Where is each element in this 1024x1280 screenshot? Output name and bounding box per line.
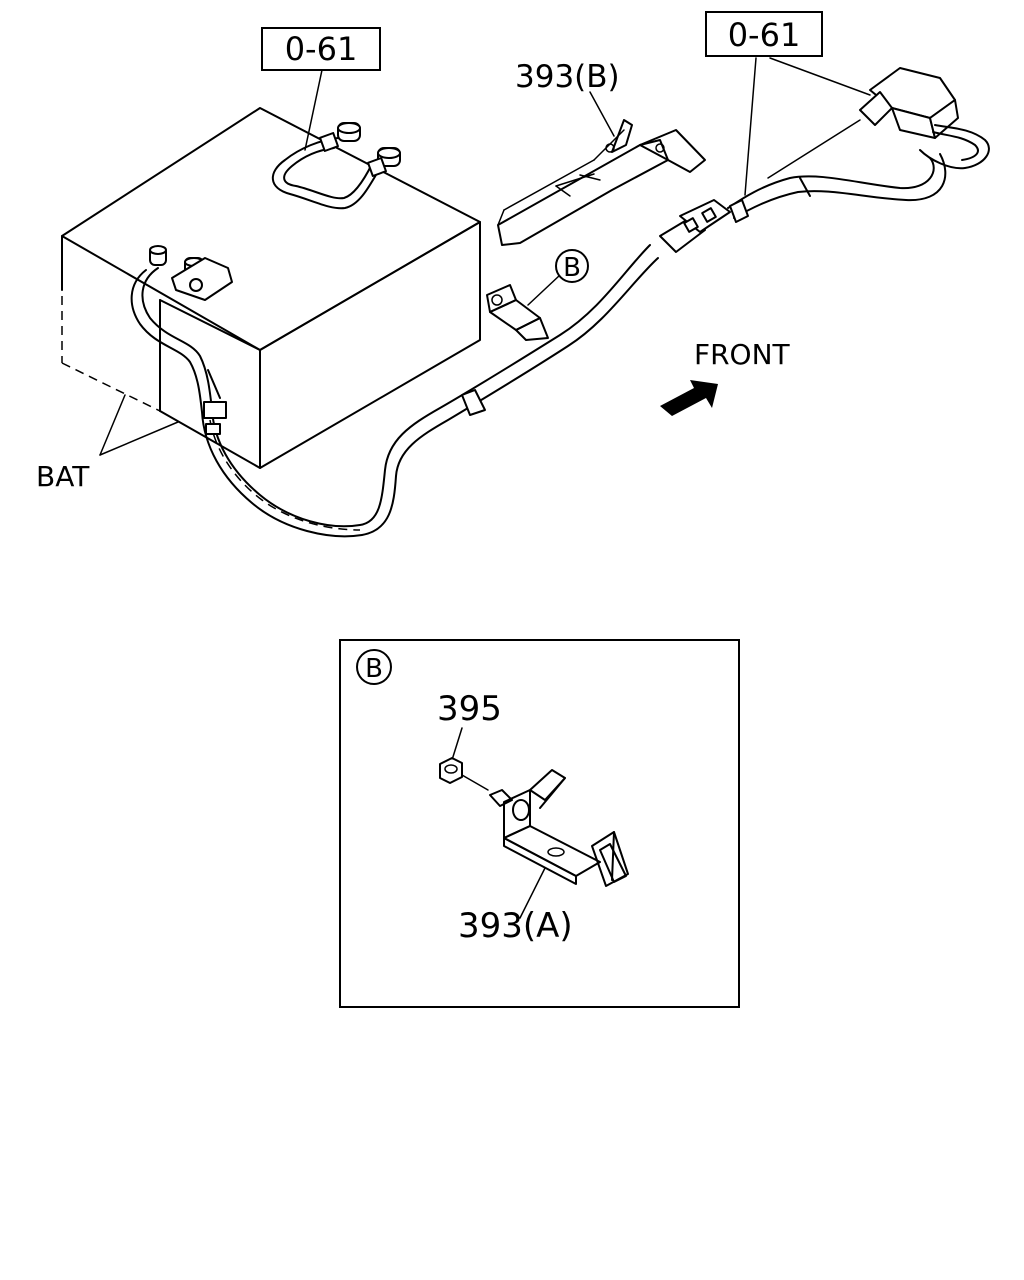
- bracket-393a-main-drawing: [486, 284, 549, 341]
- top-right-component: [859, 67, 990, 170]
- ref-box-top-right[interactable]: 0-61: [705, 11, 823, 57]
- part-label-395: 395: [437, 689, 502, 729]
- detail-b-panel: B 395: [339, 639, 740, 1008]
- detail-b-title-letter: B: [365, 654, 383, 684]
- front-connector: [659, 153, 947, 253]
- battery-terminals: [149, 122, 401, 301]
- ref-box-top-left[interactable]: 0-61: [261, 27, 381, 71]
- leader-lines: [99, 57, 871, 456]
- callout-b-main[interactable]: B: [555, 249, 589, 283]
- main-cable: [130, 244, 659, 538]
- part-label-393b: 393(B): [515, 59, 620, 95]
- ref-label-top-left: 0-61: [285, 30, 358, 68]
- front-label: FRONT: [694, 338, 791, 371]
- bracket-393b-drawing: [497, 119, 706, 246]
- bracket-393a-detail-drawing: [489, 769, 629, 887]
- ref-label-top-right: 0-61: [728, 16, 801, 54]
- detail-b-title-badge: B: [356, 649, 392, 685]
- front-direction-arrow-icon: [660, 380, 718, 416]
- callout-b-main-letter: B: [563, 253, 581, 283]
- bat-label: BAT: [36, 460, 90, 493]
- nut-395-drawing: [439, 757, 489, 791]
- part-label-393a: 393(A): [458, 906, 573, 946]
- battery-drawing: [61, 107, 481, 469]
- top-loop-cable: [271, 132, 387, 210]
